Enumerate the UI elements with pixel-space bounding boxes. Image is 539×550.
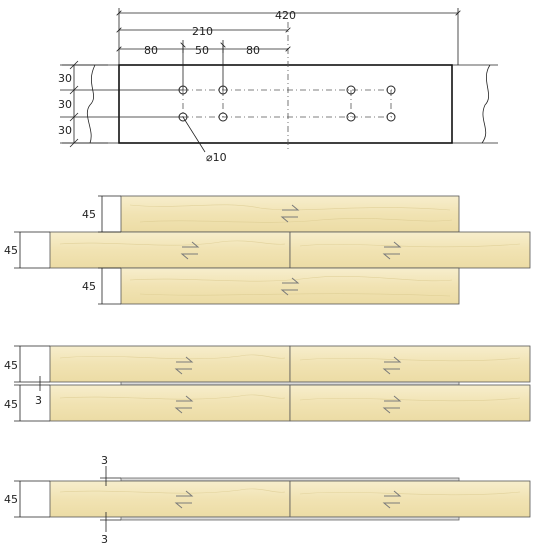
- middle-member-right: [289, 231, 531, 269]
- hole-7: [346, 112, 356, 122]
- gap-plate: [120, 381, 460, 386]
- plate-outline: [118, 64, 453, 144]
- side-view-three-layers: 45 45 45: [4, 195, 531, 305]
- upper-left-member: [49, 345, 291, 383]
- dim-first: 80: [144, 44, 158, 57]
- dim-half: 210: [192, 25, 213, 38]
- hole-diameter-label: ⌀10: [206, 151, 227, 164]
- dim-third: 80: [246, 44, 260, 57]
- bolt-holes: [178, 85, 396, 122]
- side-view-two-layers: 45 3 45: [4, 345, 531, 422]
- bottom-plate: [120, 516, 460, 521]
- view-c-dimensions: [14, 466, 121, 532]
- hole-grid: [182, 89, 392, 118]
- hole-6: [218, 112, 228, 122]
- dim-mid: 50: [195, 44, 209, 57]
- dim-left-3: 30: [58, 124, 72, 137]
- view-b-grain-arrows: [174, 356, 402, 414]
- lower-right-member: [289, 384, 531, 422]
- hole-4: [386, 85, 396, 95]
- view-a-middle-thickness: 45: [4, 244, 18, 257]
- view-a-top-thickness: 45: [82, 208, 96, 221]
- top-view: ⌀10 420 210 80 50 80: [58, 8, 498, 164]
- bottom-member: [120, 267, 460, 305]
- member-right: [289, 480, 531, 518]
- member-left: [49, 480, 291, 518]
- horizontal-dimensions: [119, 8, 458, 90]
- upper-right-member: [289, 345, 531, 383]
- hole-leader: [182, 116, 206, 153]
- grain-arrows: [180, 204, 402, 296]
- dim-total: 420: [275, 9, 296, 22]
- view-b-upper-thickness: 45: [4, 359, 18, 372]
- view-c-thickness: 45: [4, 493, 18, 506]
- view-c-plate-top: 3: [101, 454, 108, 467]
- top-member: [120, 195, 460, 233]
- view-c-plate-bottom: 3: [101, 533, 108, 546]
- view-b-gap: 3: [35, 394, 42, 407]
- dim-left-1: 30: [58, 72, 72, 85]
- hole-3: [346, 85, 356, 95]
- dim-left-2: 30: [58, 98, 72, 111]
- view-a-bottom-thickness: 45: [82, 280, 96, 293]
- top-plate: [120, 477, 460, 482]
- right-break-line: [452, 64, 498, 144]
- middle-member-left: [49, 231, 291, 269]
- view-a-dimensions: [14, 195, 121, 305]
- view-c-grain-arrows: [174, 490, 402, 509]
- hole-8: [386, 112, 396, 122]
- lower-left-member: [49, 384, 291, 422]
- view-b-lower-thickness: 45: [4, 398, 18, 411]
- vertical-dimensions: [60, 60, 183, 148]
- side-view-with-plates: 3 45 3: [4, 454, 531, 546]
- view-b-dimensions: [14, 345, 50, 422]
